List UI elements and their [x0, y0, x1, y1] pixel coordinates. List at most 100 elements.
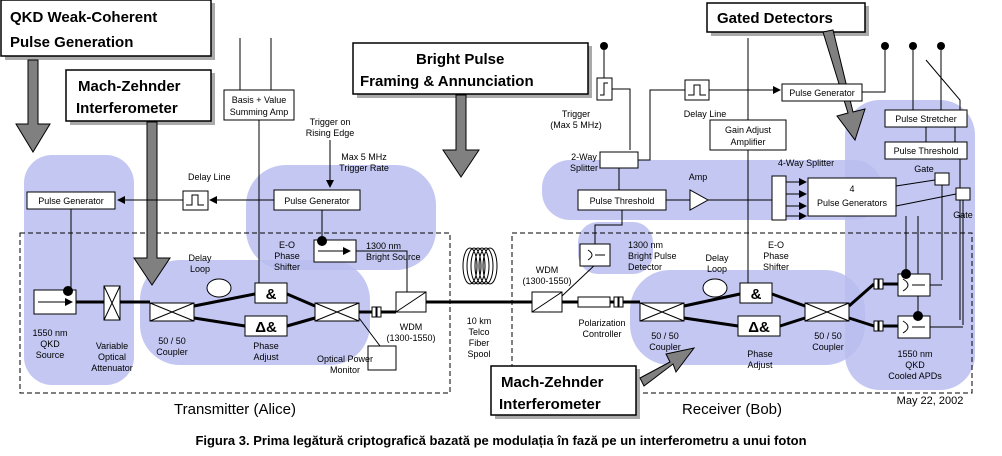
wdm-alice-line2: (1300-1550): [386, 333, 435, 343]
callout-mzi-alice: Mach-Zehnder Interferometer: [65, 69, 215, 125]
eo-phase-bob-line1: E-O: [768, 240, 784, 250]
wdm-alice-line1: WDM: [400, 322, 423, 332]
pulse-generator-bob-label: Pulse Generator: [789, 88, 855, 98]
eo-phase-bob-line3: Shifter: [763, 262, 789, 272]
polarization-controller: [577, 296, 611, 308]
optical-power-monitor: [367, 345, 397, 371]
callout-gated-detectors-text: Gated Detectors: [717, 10, 833, 27]
basis-value-line1: Basis + Value: [232, 95, 287, 105]
delay-loop-bob-line2: Loop: [707, 264, 727, 274]
receiver-enclosure: [511, 232, 973, 394]
apd-line3: Cooled APDs: [888, 371, 942, 381]
eo-phase-bob-symbol: &: [751, 286, 762, 303]
spool-line4: Spool: [467, 349, 490, 359]
four-pulse-generators: [807, 177, 897, 217]
delay-loop-alice: [206, 278, 232, 298]
bright-source-line2: Bright Source: [366, 252, 421, 262]
trigger-rising-line2: Rising Edge: [306, 128, 355, 138]
gain-adjust-amplifier: [709, 119, 787, 151]
eo-phase-line3: Shifter: [274, 262, 300, 272]
voa-line1: Variable: [96, 341, 128, 351]
max-5mhz-line1: Max 5 MHz: [341, 152, 387, 162]
spool-line1: 10 km: [467, 316, 492, 326]
phase-adjust-bob-symbol: Δ&: [748, 319, 770, 336]
callout-mzi-bob-line2: Interferometer: [499, 396, 601, 413]
delay-loop-line1: Delay: [188, 253, 212, 263]
coupler-bob-left-line2: Coupler: [649, 342, 681, 352]
optical-power-line1: Optical Power: [317, 354, 373, 364]
spool-line2: Telco: [468, 327, 489, 337]
pulse-threshold-right-label: Pulse Threshold: [894, 146, 959, 156]
coupler-bob-right-line2: Coupler: [812, 342, 844, 352]
transmitter-label: Transmitter (Alice): [174, 401, 296, 418]
callout-gated-detectors: Gated Detectors: [706, 2, 869, 36]
gate-bottom: [955, 187, 971, 201]
trigger-rising-line1: Trigger on: [310, 117, 351, 127]
coupler-alice-line2: Coupler: [156, 347, 188, 357]
callout-bright-pulse: Bright Pulse Framing & Annunciation: [352, 42, 592, 98]
trigger-bob-line1: Trigger: [562, 109, 590, 119]
eo-phase-bob-line2: Phase: [763, 251, 789, 261]
trigger-bob-line2: (Max 5 MHz): [550, 120, 602, 130]
date-label: May 22, 2002: [897, 395, 964, 407]
delay-line-bob-label: Delay Line: [684, 109, 727, 119]
phase-adjust-alice-line2: Adjust: [253, 352, 279, 362]
callout-qkd-weak-coherent: QKD Weak-Coherent Pulse Generation: [0, 0, 215, 60]
delay-loop-bob-line1: Delay: [705, 253, 729, 263]
callout-arrow-mzi-bob: [639, 347, 696, 387]
figure-caption: Figura 3. Prima legătură criptografică b…: [195, 433, 806, 448]
optical-power-line2: Monitor: [330, 365, 360, 375]
pulse-stretcher-label: Pulse Stretcher: [895, 114, 957, 124]
highlight-mzi-alice: [140, 260, 370, 365]
callout-mzi-bob-line1: Mach-Zehnder: [501, 374, 604, 391]
callout-arrow-bright: [442, 94, 480, 178]
two-way-splitter: [599, 151, 639, 169]
highlight-qkd-source: [24, 155, 134, 385]
qkd-source-line3: Source: [36, 350, 65, 360]
spool-line3: Fiber: [469, 338, 490, 348]
callout-qkd-line1: QKD Weak-Coherent: [10, 9, 157, 26]
delay-loop-bob: [702, 278, 728, 298]
delay-line-bob: [684, 79, 710, 101]
phase-adjust-alice-symbol: Δ&: [255, 319, 277, 336]
wdm-bob-line1: WDM: [536, 265, 559, 275]
eo-phase-line1: E-O: [279, 240, 295, 250]
eo-phase-shifter-bob: [739, 282, 773, 304]
phase-adjust-bob-line2: Adjust: [747, 360, 773, 370]
pulse-generator-alice-label: Pulse Generator: [284, 196, 350, 206]
bright-detector-line2: Bright Pulse: [628, 251, 677, 261]
gate-top-label: Gate: [914, 164, 934, 174]
wdm-bob-line2: (1300-1550): [522, 276, 571, 286]
qkd-source-line1: 1550 nm: [32, 328, 67, 338]
voa-line2: Optical: [98, 352, 126, 362]
max-5mhz-line2: Trigger Rate: [339, 163, 389, 173]
apd-line1: 1550 nm: [897, 349, 932, 359]
fiber-spool: [462, 247, 498, 285]
delay-loop-line2: Loop: [190, 264, 210, 274]
polarization-line2: Controller: [582, 329, 621, 339]
two-way-line1: 2-Way: [571, 152, 597, 162]
callout-mzi-alice-line1: Mach-Zehnder: [78, 78, 181, 95]
bright-detector-line1: 1300 nm: [628, 240, 663, 250]
callout-arrow-mzi-alice: [133, 121, 171, 286]
phase-adjust-bob-line1: Phase: [747, 349, 773, 359]
delay-line-top: [182, 190, 209, 211]
four-way-label: 4-Way Splitter: [778, 158, 834, 168]
coupler-alice-line1: 50 / 50: [158, 336, 186, 346]
polarization-line1: Polarization: [578, 318, 625, 328]
callout-bright-pulse-line1: Bright Pulse: [416, 51, 504, 68]
pulse-generator-left-label: Pulse Generator: [38, 196, 104, 206]
callout-mzi-bob: Mach-Zehnder Interferometer: [490, 365, 640, 419]
eo-phase-alice-symbol: &: [266, 286, 277, 303]
delay-line-top-label: Delay Line: [188, 172, 231, 182]
callout-arrow-qkd: [15, 59, 51, 153]
voa-line3: Attenuator: [91, 363, 133, 373]
amp-triangle: [689, 189, 710, 211]
amp-label: Amp: [689, 172, 708, 182]
qkd-source-line2: QKD: [40, 339, 60, 349]
basis-value-line2: Summing Amp: [230, 107, 289, 117]
phase-adjust-alice-line1: Phase: [253, 341, 279, 351]
callout-bright-pulse-line2: Framing & Annunciation: [360, 73, 534, 90]
eo-phase-shifter-alice: [254, 282, 288, 304]
